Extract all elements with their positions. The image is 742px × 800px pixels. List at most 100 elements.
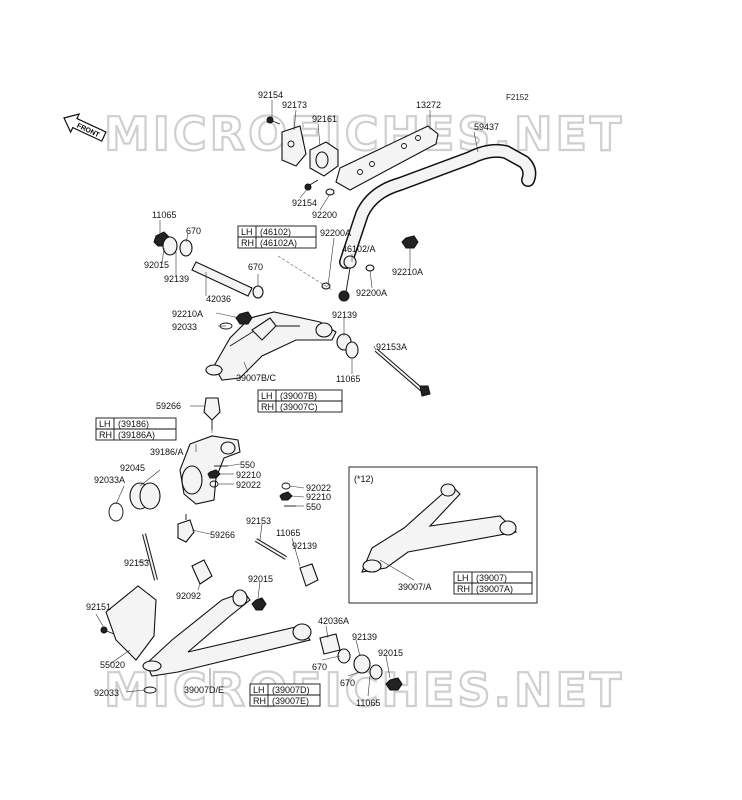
label-92200a-a: 92200A <box>320 228 351 238</box>
label-11065-c: 11065 <box>276 528 300 538</box>
table-39186: LH (39186) RH (39186A) <box>95 417 177 441</box>
stabilizer-holder-bracket <box>281 125 307 167</box>
bolt-92154-bottom <box>304 179 319 191</box>
t39186-lh: LH <box>99 419 111 429</box>
label-39007a: 39007/A <box>398 582 432 592</box>
label-39186a: 39186/A <box>150 447 184 457</box>
label-59437: 59437 <box>474 122 499 132</box>
label-11065-a: 11065 <box>152 210 176 220</box>
label-39007bc: 39007B/C <box>236 373 277 383</box>
bolt-92154-top <box>266 116 281 125</box>
t39186-lh-val: (39186) <box>118 419 149 429</box>
label-59266-a: 59266 <box>156 401 181 411</box>
knuckle <box>179 435 241 505</box>
label-92033-b: 92033 <box>94 688 119 698</box>
label-92139-d: 92139 <box>352 632 377 642</box>
lower-a-arm <box>142 589 312 677</box>
label-42036a: 42036A <box>318 616 349 626</box>
label-92015-b: 92015 <box>248 574 273 584</box>
label-46102a: 46102/A <box>342 244 376 254</box>
t39007bc-rh: RH <box>261 402 274 412</box>
label-92173: 92173 <box>282 100 307 110</box>
stabilizer-bracket-plate <box>335 125 439 191</box>
label-670-c: 670 <box>312 662 327 672</box>
part-labels: 92154 92173 92161 13272 59437 92154 9220… <box>86 90 499 708</box>
t39007-rh-val: (39007A) <box>476 584 513 594</box>
label-42036: 42036 <box>206 294 231 304</box>
leader-lines <box>95 100 479 697</box>
t39007-lh-val: (39007) <box>476 573 507 583</box>
label-92154-bottom: 92154 <box>292 198 317 208</box>
nut-92210a-right <box>401 235 419 249</box>
t39007-rh: RH <box>457 584 470 594</box>
t39007-lh: LH <box>457 573 469 583</box>
label-55020: 55020 <box>100 660 125 670</box>
label-92153-b: 92153 <box>124 558 149 568</box>
t39007bc-rh-val: (39007C) <box>280 402 318 412</box>
pivot-shaft-42036 <box>191 261 264 299</box>
label-11065-b: 11065 <box>336 374 360 384</box>
ball-joint-59266-upper <box>203 397 221 430</box>
label-39007de: 39007D/E <box>184 685 224 695</box>
label-92151: 92151 <box>86 602 111 612</box>
nut-92210a-left <box>235 311 253 325</box>
label-92015-c: 92015 <box>378 648 403 658</box>
t46102-lh-val: (46102) <box>260 227 291 237</box>
table-39007: LH (39007) RH (39007A) <box>453 571 533 595</box>
label-92210a-left: 92210A <box>172 309 203 319</box>
stabilizer-bar <box>339 143 537 269</box>
label-92015-a: 92015 <box>144 260 169 270</box>
label-59266-b: 59266 <box>210 530 235 540</box>
bolt-92153-right <box>254 538 288 560</box>
label-550-a: 550 <box>240 460 255 470</box>
t39186-rh-val: (39186A) <box>118 430 155 440</box>
watermark-top: MICROFICHES.NET <box>104 107 624 161</box>
t39007bc-lh: LH <box>261 391 273 401</box>
upper-a-arm <box>205 311 337 381</box>
circlip-92033a <box>108 502 124 522</box>
label-92154-top: 92154 <box>258 90 283 100</box>
t39007de-rh-val: (39007E) <box>272 696 309 706</box>
bolt-92153a <box>374 348 431 397</box>
upper-arm-bushings <box>153 231 193 257</box>
label-550-b: 550 <box>306 502 321 512</box>
t39007de-rh: RH <box>253 696 266 706</box>
front-arrow-icon: FRONT <box>63 113 107 142</box>
label-670-b: 670 <box>248 262 263 272</box>
label-92033a: 92033A <box>94 475 125 485</box>
bearing-92045 <box>129 482 161 510</box>
label-92153a: 92153A <box>376 342 407 352</box>
t39007de-lh-val: (39007D) <box>272 685 310 695</box>
label-92045: 92045 <box>120 463 145 473</box>
bolt-92153-left <box>142 533 158 581</box>
label-92200a-b: 92200A <box>356 288 387 298</box>
label-92210-b: 92210 <box>306 492 331 502</box>
t39007bc-lh-val: (39007B) <box>280 391 317 401</box>
bolt-92151 <box>100 626 115 635</box>
label-13272: 13272 <box>416 100 441 110</box>
label-92153-a: 92153 <box>246 516 271 526</box>
t39007de-lh: LH <box>253 685 265 695</box>
t39186-rh: RH <box>99 430 112 440</box>
t46102-rh: RH <box>241 238 254 248</box>
label-92139-b: 92139 <box>332 310 357 320</box>
table-46102: LH (46102) RH (46102A) <box>237 225 317 249</box>
label-92022-a: 92022 <box>236 480 261 490</box>
small-parts-550-92210-92022 <box>207 465 296 507</box>
label-92092: 92092 <box>176 591 201 601</box>
label-92139-a: 92139 <box>164 274 189 284</box>
label-92210-a: 92210 <box>236 470 261 480</box>
t46102-rh-val: (46102A) <box>260 238 297 248</box>
table-39007bc: LH (39007B) RH (39007C) <box>257 389 343 413</box>
nut-92015-lower-mid <box>251 597 267 611</box>
lower-pivot-42036a <box>319 633 403 691</box>
t46102-lh: LH <box>241 227 253 237</box>
label-92033: 92033 <box>172 322 197 332</box>
bushing-92092 <box>191 559 213 585</box>
label-92139-c: 92139 <box>292 541 317 551</box>
washer-92200 <box>325 188 335 196</box>
label-670-a: 670 <box>186 226 201 236</box>
label-11065-d: 11065 <box>356 698 380 708</box>
skid-plate-55020 <box>105 585 157 661</box>
